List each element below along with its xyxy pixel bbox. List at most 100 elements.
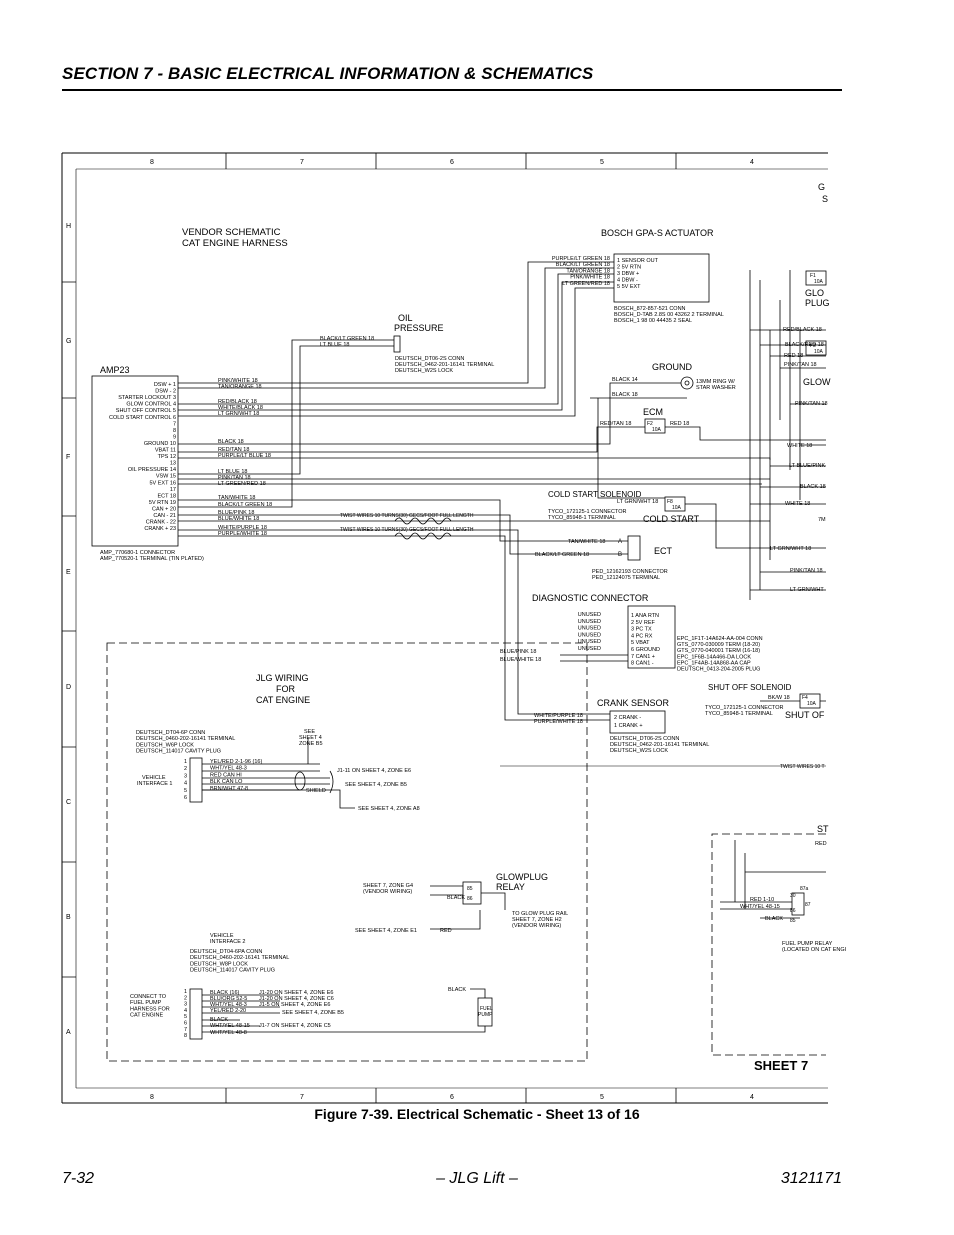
jlg-title-2: FOR <box>276 684 295 694</box>
grid-col-label: 4 <box>750 1094 754 1101</box>
ect-pin-a: A <box>618 539 622 545</box>
vi1-wire: BLK CAN LO <box>210 779 243 785</box>
bosch-pin: 5 5V EXT <box>617 284 641 290</box>
glow-ref-6: (VENDOR WIRING) <box>512 923 561 929</box>
edge-label: BLACK 18 <box>800 484 826 490</box>
vi2-label-1: VEHICLE <box>210 933 234 939</box>
glow-ref-3: SEE SHEET 4, ZONE E1 <box>355 928 417 934</box>
vi2-wire: WHT/YEL 48-8 <box>210 1030 247 1036</box>
oil-wire-2: LT BLUE 18 <box>320 342 349 348</box>
diag-unused: UNUSED <box>578 626 601 632</box>
glow-ref-5: SHEET 7, ZONE H2 <box>512 917 562 923</box>
wire-label: TAN/WHITE 18 <box>218 495 256 501</box>
vi2-pin: 5 <box>184 1014 187 1020</box>
edge-label: PLUG <box>805 298 830 308</box>
vi2-pin: 8 <box>184 1033 187 1039</box>
amp23-pin: CAN - 21 <box>153 513 176 519</box>
wire-label: RED/BLACK 18 <box>218 399 257 405</box>
glow-term-86: 86 <box>467 896 473 902</box>
edge-label: GLOW <box>803 377 831 387</box>
shutoff-conn-1: TYCO_172125-1 CONNECTOR <box>705 705 783 711</box>
edge-label: BLACK/RED 18 <box>785 342 824 348</box>
wire-label: LT GREEN/RED 18 <box>218 481 266 487</box>
diagnostic-title: DIAGNOSTIC CONNECTOR <box>532 593 649 603</box>
amp23-pin: GROUND 10 <box>144 441 176 447</box>
crank-title: CRANK SENSOR <box>597 698 670 708</box>
edge-label: PINK/TAN 18 <box>795 401 828 407</box>
grid-row-label: A <box>66 1029 71 1036</box>
edge-label: RED 18 <box>784 353 803 359</box>
bosch-conn-1: BOSCH_872-857-521 CONN <box>614 306 686 312</box>
glow-title-1: GLOWPLUG <box>496 872 548 882</box>
bosch-wire: LT GREEN/RED 18 <box>562 281 610 287</box>
glow-ref-1: SHEET 7, ZONE G4 <box>363 883 413 889</box>
diag-conn: GTS_0770-040001 TERM (16-18) <box>677 648 760 654</box>
ecm-fuse: 10A <box>652 427 662 433</box>
amp23-pin: DSW - 2 <box>155 389 176 395</box>
edge-label: G <box>818 182 825 192</box>
vi2-pin: 1 <box>184 989 187 995</box>
vi1-conn: DEUTSCH_W6P LOCK <box>136 742 194 748</box>
vi2-wire: BLACK (16) <box>210 990 240 996</box>
amp23-pin: 9 <box>173 434 176 440</box>
vi2-wire: BLACK <box>210 1017 228 1023</box>
section-title: SECTION 7 - BASIC ELECTRICAL INFORMATION… <box>62 64 594 83</box>
vi2-connect: FUEL PUMP <box>130 1000 162 1006</box>
wire-label: LT GRN/WHT 18 <box>218 411 259 417</box>
grid-row-label: H <box>66 223 71 230</box>
edge-label: SHUT OF <box>785 710 825 720</box>
oil-conn-2: DEUTSCH_0462-201-16141 TERMINAL <box>395 362 494 368</box>
vi1-pin: 3 <box>184 773 187 779</box>
glow-ref-4: TO GLOW PLUG RAIL <box>512 911 568 917</box>
vi1-wire: WHT/YEL 48-3 <box>210 766 247 772</box>
vi1-wire: YEL/RED 2-1-96 (16) <box>210 759 262 765</box>
fuel-pump-1: FUEL <box>480 1006 493 1012</box>
bosch-wire: TAN/ORANGE 18 <box>566 268 610 274</box>
diag-wire-1: BLUE/PINK 18 <box>500 649 536 655</box>
grid-row-label: B <box>66 914 71 921</box>
crank-wire-2: PURPLE/WHITE 18 <box>534 719 583 725</box>
amp23-title: AMP23 <box>100 365 130 375</box>
diag-unused: UNUSED <box>578 639 601 645</box>
cold-start-conn-1: TYCO_172125-1 CONNECTOR <box>548 509 626 515</box>
cold-start-conn-2: TYCO_85948-1 TERMINAL <box>548 515 616 521</box>
vi2-wire: WHT/YEL 48-3 <box>210 1002 247 1008</box>
fuel-pump-2: PUMP <box>478 1012 493 1018</box>
fuel-relay-term-30: 30 <box>790 893 796 899</box>
wire-label: BLACK 18 <box>218 439 244 445</box>
ect-title: ECT <box>654 546 673 556</box>
edge-label: 7M <box>818 517 826 523</box>
vi1-conn: DEUTSCH_0460-202-16141 TERMINAL <box>136 736 235 742</box>
vendor-title-2: CAT ENGINE HARNESS <box>182 238 288 249</box>
cold-start-fuse-id: F8 <box>667 499 673 505</box>
bosch-wire: BLACK/LT GREEN 18 <box>556 262 610 268</box>
amp23-pin: VBAT 11 <box>155 448 176 454</box>
oil-title-1: OIL <box>398 313 413 323</box>
crank-conn-2: DEUTSCH_0462-201-16141 TERMINAL <box>610 742 709 748</box>
vi2-pin: 7 <box>184 1027 187 1033</box>
edge-label: LT BLUE/PINK <box>789 463 826 469</box>
edge-label: WHITE 18 <box>787 443 812 449</box>
bosch-conn-2: BOSCH_D-TAB 2.8S 00 43262 2 TERMINAL <box>614 312 724 318</box>
amp23-pin: GLOW CONTROL 4 <box>126 402 176 408</box>
fuel-relay-note-2: (LOCATED ON CAT ENGI <box>782 947 847 953</box>
vi1-ref-2: SEE SHEET 4, ZONE B5 <box>345 782 407 788</box>
amp23-pin: COLD START CONTROL 6 <box>109 415 176 421</box>
cold-start-fuse: 10A <box>672 505 682 511</box>
grid-col-label: 8 <box>150 1094 154 1101</box>
vi1-wire: BRN/WHT 47-8 <box>210 786 248 792</box>
vi1-pin: 6 <box>184 795 187 801</box>
crank-conn-3: DEUTSCH_W2S LOCK <box>610 748 668 754</box>
wire-label: BLUE/PINK 18 <box>218 510 254 516</box>
crank-pin-2: 1 CRANK + <box>614 723 643 729</box>
edge-label: S <box>822 194 828 204</box>
oil-conn-1: DEUTSCH_DT06-2S CONN <box>395 356 464 362</box>
